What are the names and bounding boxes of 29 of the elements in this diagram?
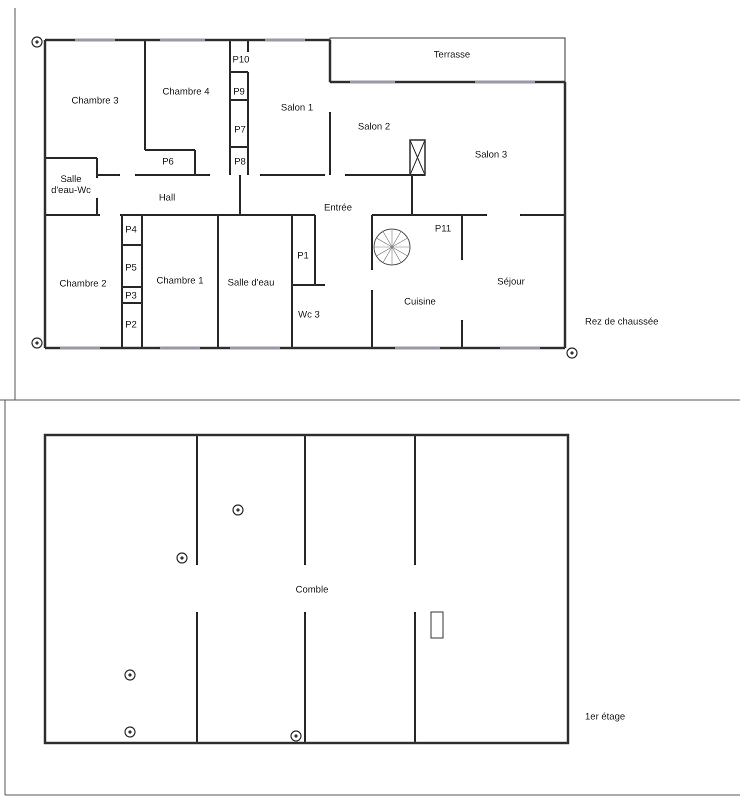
room-label: Séjour bbox=[497, 276, 525, 288]
room-label: Chambre 1 bbox=[156, 276, 204, 286]
room-label: Salle d'eau bbox=[228, 278, 274, 288]
room-label: P9 bbox=[233, 86, 245, 98]
room-label: Salon 3 bbox=[474, 150, 508, 160]
room-label: Salon 1 bbox=[280, 102, 314, 114]
room-label: P3 bbox=[125, 290, 137, 302]
room-label: Salon 2 bbox=[358, 122, 390, 132]
room-label: P7 bbox=[234, 124, 246, 136]
room-label: Entrée bbox=[324, 202, 352, 214]
room-label: Wc 3 bbox=[298, 310, 320, 320]
room-label: Chambre 4 bbox=[162, 86, 210, 98]
room-label: Hall bbox=[158, 192, 176, 204]
room-label: P10 bbox=[232, 54, 250, 66]
floor-label: 1er étage bbox=[585, 712, 626, 722]
room-label: P5 bbox=[125, 262, 137, 274]
room-label: Comble bbox=[296, 584, 328, 596]
room-label: Chambre 3 bbox=[72, 96, 118, 106]
room-label: P1 bbox=[297, 250, 309, 262]
room-label: Cuisine bbox=[404, 296, 436, 308]
room-label: Chambre 2 bbox=[60, 278, 106, 290]
room-label: P11 bbox=[434, 224, 452, 234]
room-label: Salle d'eau-Wc bbox=[50, 174, 92, 196]
room-label: P6 bbox=[162, 156, 174, 168]
room-label: Terrasse bbox=[434, 50, 470, 60]
room-label: P2 bbox=[125, 320, 137, 330]
room-label: P8 bbox=[234, 156, 246, 168]
floor-label: Rez de chaussée bbox=[585, 316, 658, 328]
room-label: P4 bbox=[125, 224, 137, 236]
